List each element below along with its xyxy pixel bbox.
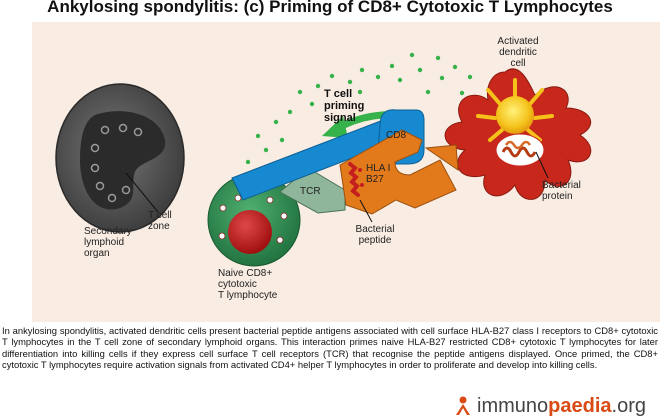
logo-mark-icon	[456, 396, 471, 415]
page-title: Ankylosing spondylitis: (c) Priming of C…	[47, 0, 613, 16]
naive-cd8-t-lymphocyte	[207, 173, 301, 267]
secondary-lymphoid-organ-label: Secondary lymphoid organ	[84, 226, 132, 259]
priming-signal-dots	[245, 52, 473, 165]
secondary-lymphoid-organ	[55, 83, 185, 233]
hla-b27-receptor	[339, 129, 459, 215]
logo-text-immuno: immuno	[477, 395, 549, 417]
bacterial-peptide	[348, 162, 373, 223]
naive-cd8-label: Naive CD8+ cytotoxic T lymphocyte	[218, 268, 278, 301]
caption-text: In ankylosing spondylitis, activated den…	[2, 325, 658, 370]
hla-label: HLA I B27	[366, 163, 391, 185]
logo-text-org: .org	[611, 395, 646, 417]
bacterial-protein-label: Bacterial protein	[542, 180, 581, 202]
tcr-label: TCR	[300, 186, 321, 197]
logo-text-paedia: paedia	[548, 395, 612, 417]
bacterial-protein	[495, 133, 549, 179]
bacterial-peptide-label: Bacterial peptide	[355, 224, 395, 246]
cd8-label: CD8	[386, 130, 407, 141]
activated-dc-label: Activated dendritic cell	[497, 36, 539, 69]
t-cell-zone-label: T cell zone	[148, 210, 172, 232]
t-cell-priming-label: T cell priming signal	[324, 88, 365, 124]
